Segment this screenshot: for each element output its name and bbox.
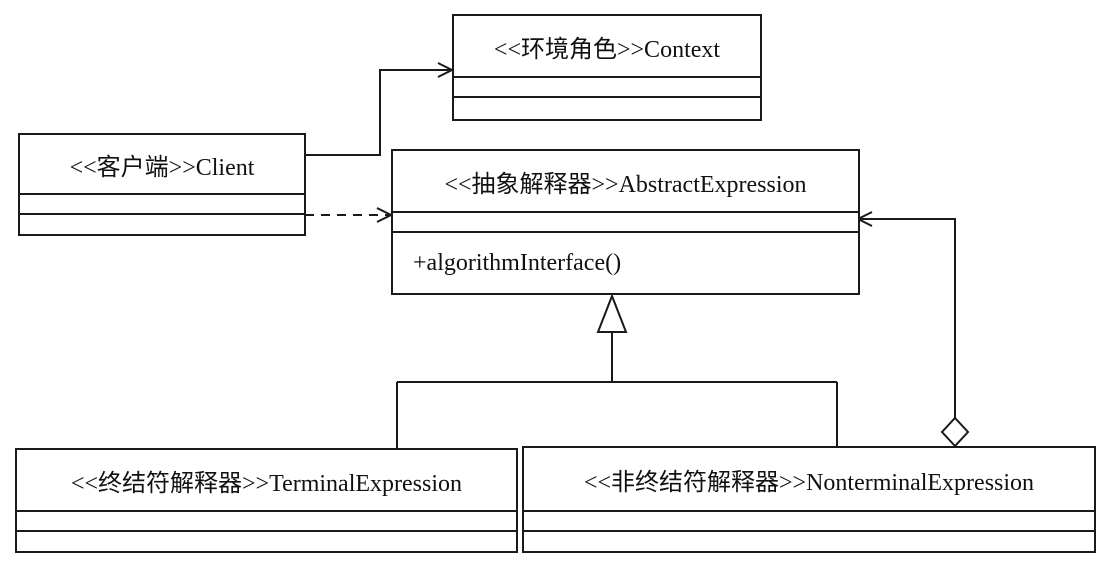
class-terminal-expression[interactable]: <<终结符解释器>>TerminalExpression xyxy=(15,448,518,553)
class-name: <<抽象解释器>>AbstractExpression xyxy=(393,151,858,213)
hollow-triangle-icon xyxy=(596,293,628,333)
client-abstract-dependency xyxy=(305,207,394,223)
attributes-compartment xyxy=(393,213,858,233)
class-name: <<客户端>>Client xyxy=(20,135,304,195)
operation-algorithm-interface: +algorithmInterface() xyxy=(413,249,622,276)
class-name: <<环境角色>>Context xyxy=(454,16,760,78)
generalization-tree xyxy=(396,293,838,448)
attributes-compartment xyxy=(454,78,760,98)
aggregation-connector xyxy=(855,211,970,448)
class-context[interactable]: <<环境角色>>Context xyxy=(452,14,762,121)
class-client[interactable]: <<客户端>>Client xyxy=(18,133,306,236)
hollow-diamond-icon xyxy=(940,416,970,448)
attributes-compartment xyxy=(20,195,304,215)
attributes-compartment xyxy=(17,512,516,532)
class-name: <<非终结符解释器>>NonterminalExpression xyxy=(524,448,1094,512)
operations-compartment xyxy=(524,532,1094,551)
operations-compartment xyxy=(20,215,304,234)
attributes-compartment xyxy=(524,512,1094,532)
class-nonterminal-expression[interactable]: <<非终结符解释器>>NonterminalExpression xyxy=(522,446,1096,553)
operations-compartment xyxy=(454,98,760,119)
open-arrowhead-icon xyxy=(376,207,394,223)
operations-compartment xyxy=(17,532,516,551)
class-name: <<终结符解释器>>TerminalExpression xyxy=(17,450,516,512)
client-context-association xyxy=(305,62,455,156)
class-abstract-expression[interactable]: <<抽象解释器>>AbstractExpression +algorithmIn… xyxy=(391,149,860,295)
